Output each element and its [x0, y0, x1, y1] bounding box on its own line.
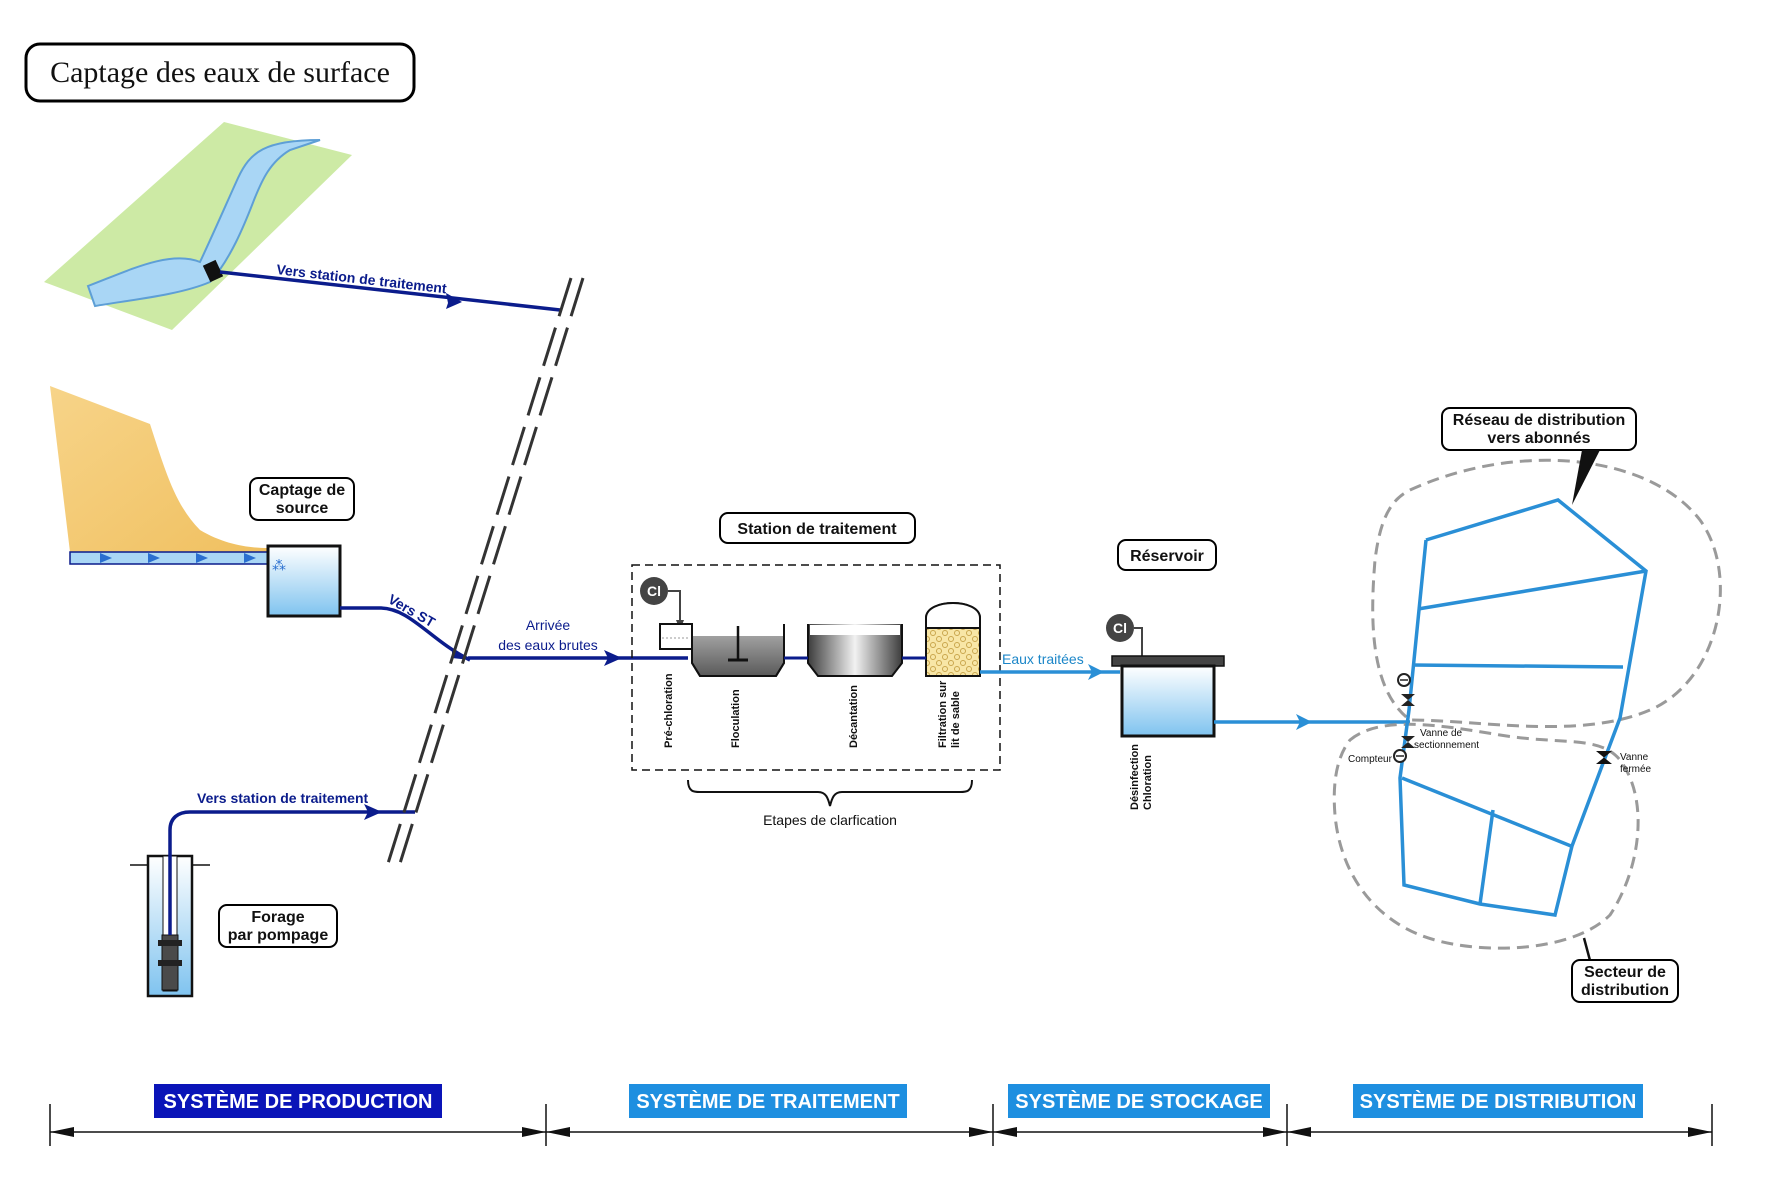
river-pipe-label: Vers station de traitement — [276, 261, 448, 296]
reservoir-label: Réservoir — [1130, 548, 1204, 565]
chlorine-dose-point: Cl — [640, 577, 684, 630]
river-pipe — [219, 270, 561, 312]
reservoir: Réservoir Cl Désinfection Chloration — [1106, 539, 1225, 810]
inflow-label-line2: des eaux brutes — [498, 637, 598, 653]
spring-tank — [266, 544, 342, 618]
grass-area — [44, 122, 352, 330]
valve-open-icon — [1401, 694, 1415, 748]
station-label: Station de traitement — [737, 521, 897, 538]
borehole-label-line2: par pompage — [228, 927, 329, 944]
treatment-boundary — [631, 564, 1001, 771]
chlorine-symbol: Cl — [647, 583, 661, 599]
raw-water-arrow — [604, 650, 622, 666]
step-filtration-line1: Filtration sur — [937, 680, 949, 748]
sector-boundary-upper — [1371, 458, 1722, 729]
dimension-line — [49, 1104, 1713, 1146]
borehole: Vers station de traitement Forage par po… — [130, 790, 415, 998]
station-label-box: Station de traitement — [719, 512, 916, 544]
meter-label: Compteur — [1348, 754, 1393, 765]
meter-icon — [1393, 673, 1411, 763]
borehole-pipe — [168, 810, 415, 935]
spring-water-icon: ⁂ — [272, 557, 286, 573]
sector-callout: Secteur de distribution — [1571, 937, 1679, 1003]
step-filtration-line2: lit de sable — [950, 691, 962, 748]
valve-open-label-line1: Vanne de — [1420, 728, 1463, 739]
band-distribution-label: SYSTÈME DE DISTRIBUTION — [1360, 1090, 1637, 1113]
treated-water-label: Eaux traitées — [1002, 651, 1084, 667]
clarification-label: Etapes de clarfication — [763, 812, 897, 828]
step-pre-chlorination: Pré-chloration — [663, 673, 675, 748]
step-flocculation: Floculation — [730, 689, 742, 748]
spring-label-line1: Captage de — [259, 482, 345, 499]
system-bands: SYSTÈME DE PRODUCTION SYSTÈME DE TRAITEM… — [154, 1084, 1643, 1118]
band-distribution — [1353, 1084, 1643, 1118]
river-flow-arrow — [446, 293, 462, 309]
band-production-label: SYSTÈME DE PRODUCTION — [164, 1090, 433, 1113]
clarification-brace — [687, 779, 973, 807]
reservoir-tank — [1120, 664, 1216, 738]
valve-closed-label-line2: fermée — [1620, 764, 1652, 775]
spring-flow-arrows — [100, 553, 256, 563]
sector-label-line1: Secteur de — [1584, 964, 1666, 981]
distribution-network: Vanne de sectionnement Compteur Vanne fe… — [1332, 407, 1722, 1003]
spring-intake: ⁂ Vers ST Captage de source — [50, 386, 471, 662]
sector-boundary-lower — [1332, 722, 1640, 950]
network-callout: Réseau de distribution vers abonnés — [1441, 407, 1637, 505]
hillside — [50, 386, 268, 552]
borehole-label-line1: Forage — [251, 909, 304, 926]
band-storage — [1008, 1084, 1270, 1118]
reservoir-process-line1: Désinfection — [1129, 744, 1141, 810]
spring-label-line2: source — [276, 500, 329, 517]
pump-icon — [158, 934, 182, 991]
borehole-pipe-label: Vers station de traitement — [197, 790, 369, 806]
band-treatment — [629, 1084, 907, 1118]
reservoir-chlorine-symbol: Cl — [1113, 620, 1127, 636]
reservoir-label-box: Réservoir — [1117, 539, 1217, 571]
step-decantation: Décantation — [848, 685, 860, 748]
network-label-line1: Réseau de distribution — [1453, 412, 1625, 429]
page-title: Captage des eaux de surface — [50, 56, 390, 89]
spring-label-box: Captage de source — [249, 477, 355, 521]
river — [86, 139, 321, 308]
borehole-label-box: Forage par pompage — [218, 904, 338, 948]
river-intake: Vers station de traitement — [44, 122, 561, 330]
band-storage-label: SYSTÈME DE STOCKAGE — [1015, 1090, 1262, 1113]
valve-closed-icon — [1596, 751, 1612, 764]
collector-break-lines — [383, 277, 585, 874]
pre-chlorination-tank — [659, 623, 693, 650]
treatment-station: Station de traitement Cl Pré-chloration … — [631, 512, 1001, 828]
valve-open-label-line2: sectionnement — [1414, 740, 1479, 751]
reservoir-process-line2: Chloration — [1142, 755, 1154, 810]
distribution-feed-arrow — [1296, 714, 1312, 730]
band-treatment-label: SYSTÈME DE TRAITEMENT — [636, 1090, 899, 1113]
network-pipes — [1398, 498, 1648, 917]
treated-water-arrow — [1088, 664, 1104, 680]
title-box: Captage des eaux de surface — [24, 42, 416, 103]
inflow-label-line1: Arrivée — [526, 617, 571, 633]
sector-label-line2: distribution — [1581, 982, 1669, 999]
borehole-flow-arrow — [364, 804, 382, 820]
valve-closed-label-line1: Vanne — [1620, 752, 1649, 763]
intake-structure — [202, 259, 224, 283]
band-production — [154, 1084, 442, 1118]
network-label-line2: vers abonnés — [1487, 430, 1590, 447]
